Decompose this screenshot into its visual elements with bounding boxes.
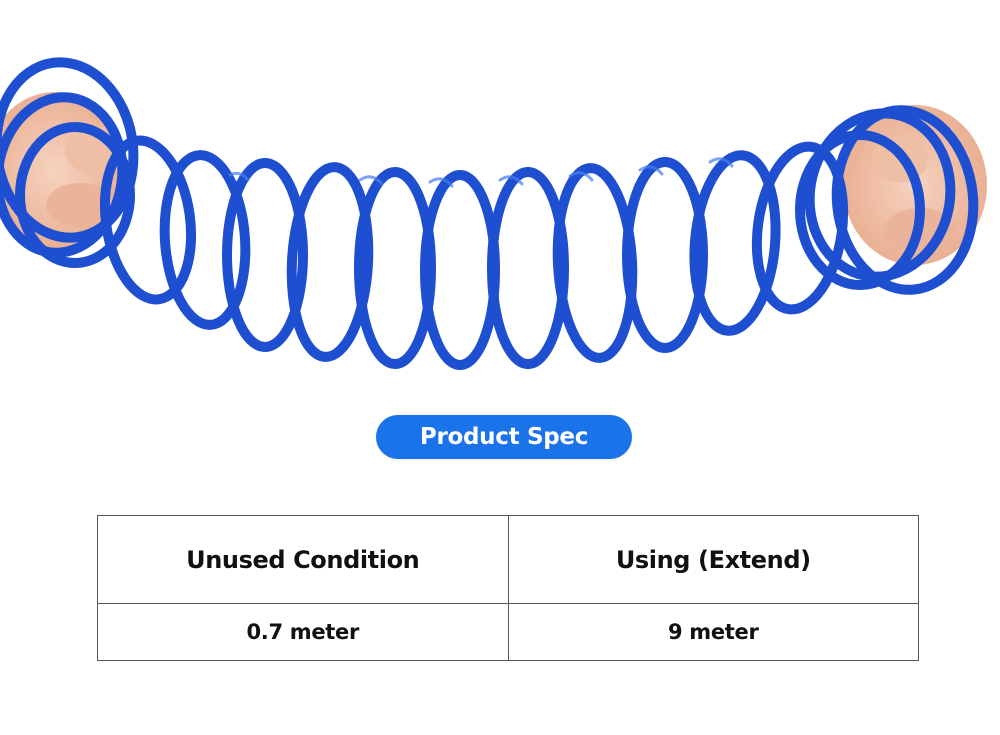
value-extended-length: 9 meter bbox=[507, 603, 919, 661]
header-unused-condition: Unused Condition bbox=[97, 515, 509, 604]
right-coil-loops bbox=[795, 105, 979, 295]
coiled-hose-photo bbox=[0, 57, 987, 370]
coil-highlights bbox=[228, 157, 734, 188]
product-spec-badge: Product Spec bbox=[376, 415, 632, 459]
header-using-extend: Using (Extend) bbox=[507, 515, 919, 604]
table-row: 0.7 meter 9 meter bbox=[97, 603, 919, 661]
value-unused-length: 0.7 meter bbox=[97, 603, 509, 661]
table-header-row: Unused Condition Using (Extend) bbox=[97, 515, 919, 604]
spring-coils bbox=[99, 135, 849, 370]
spec-table: Unused Condition Using (Extend) 0.7 mete… bbox=[97, 515, 919, 661]
